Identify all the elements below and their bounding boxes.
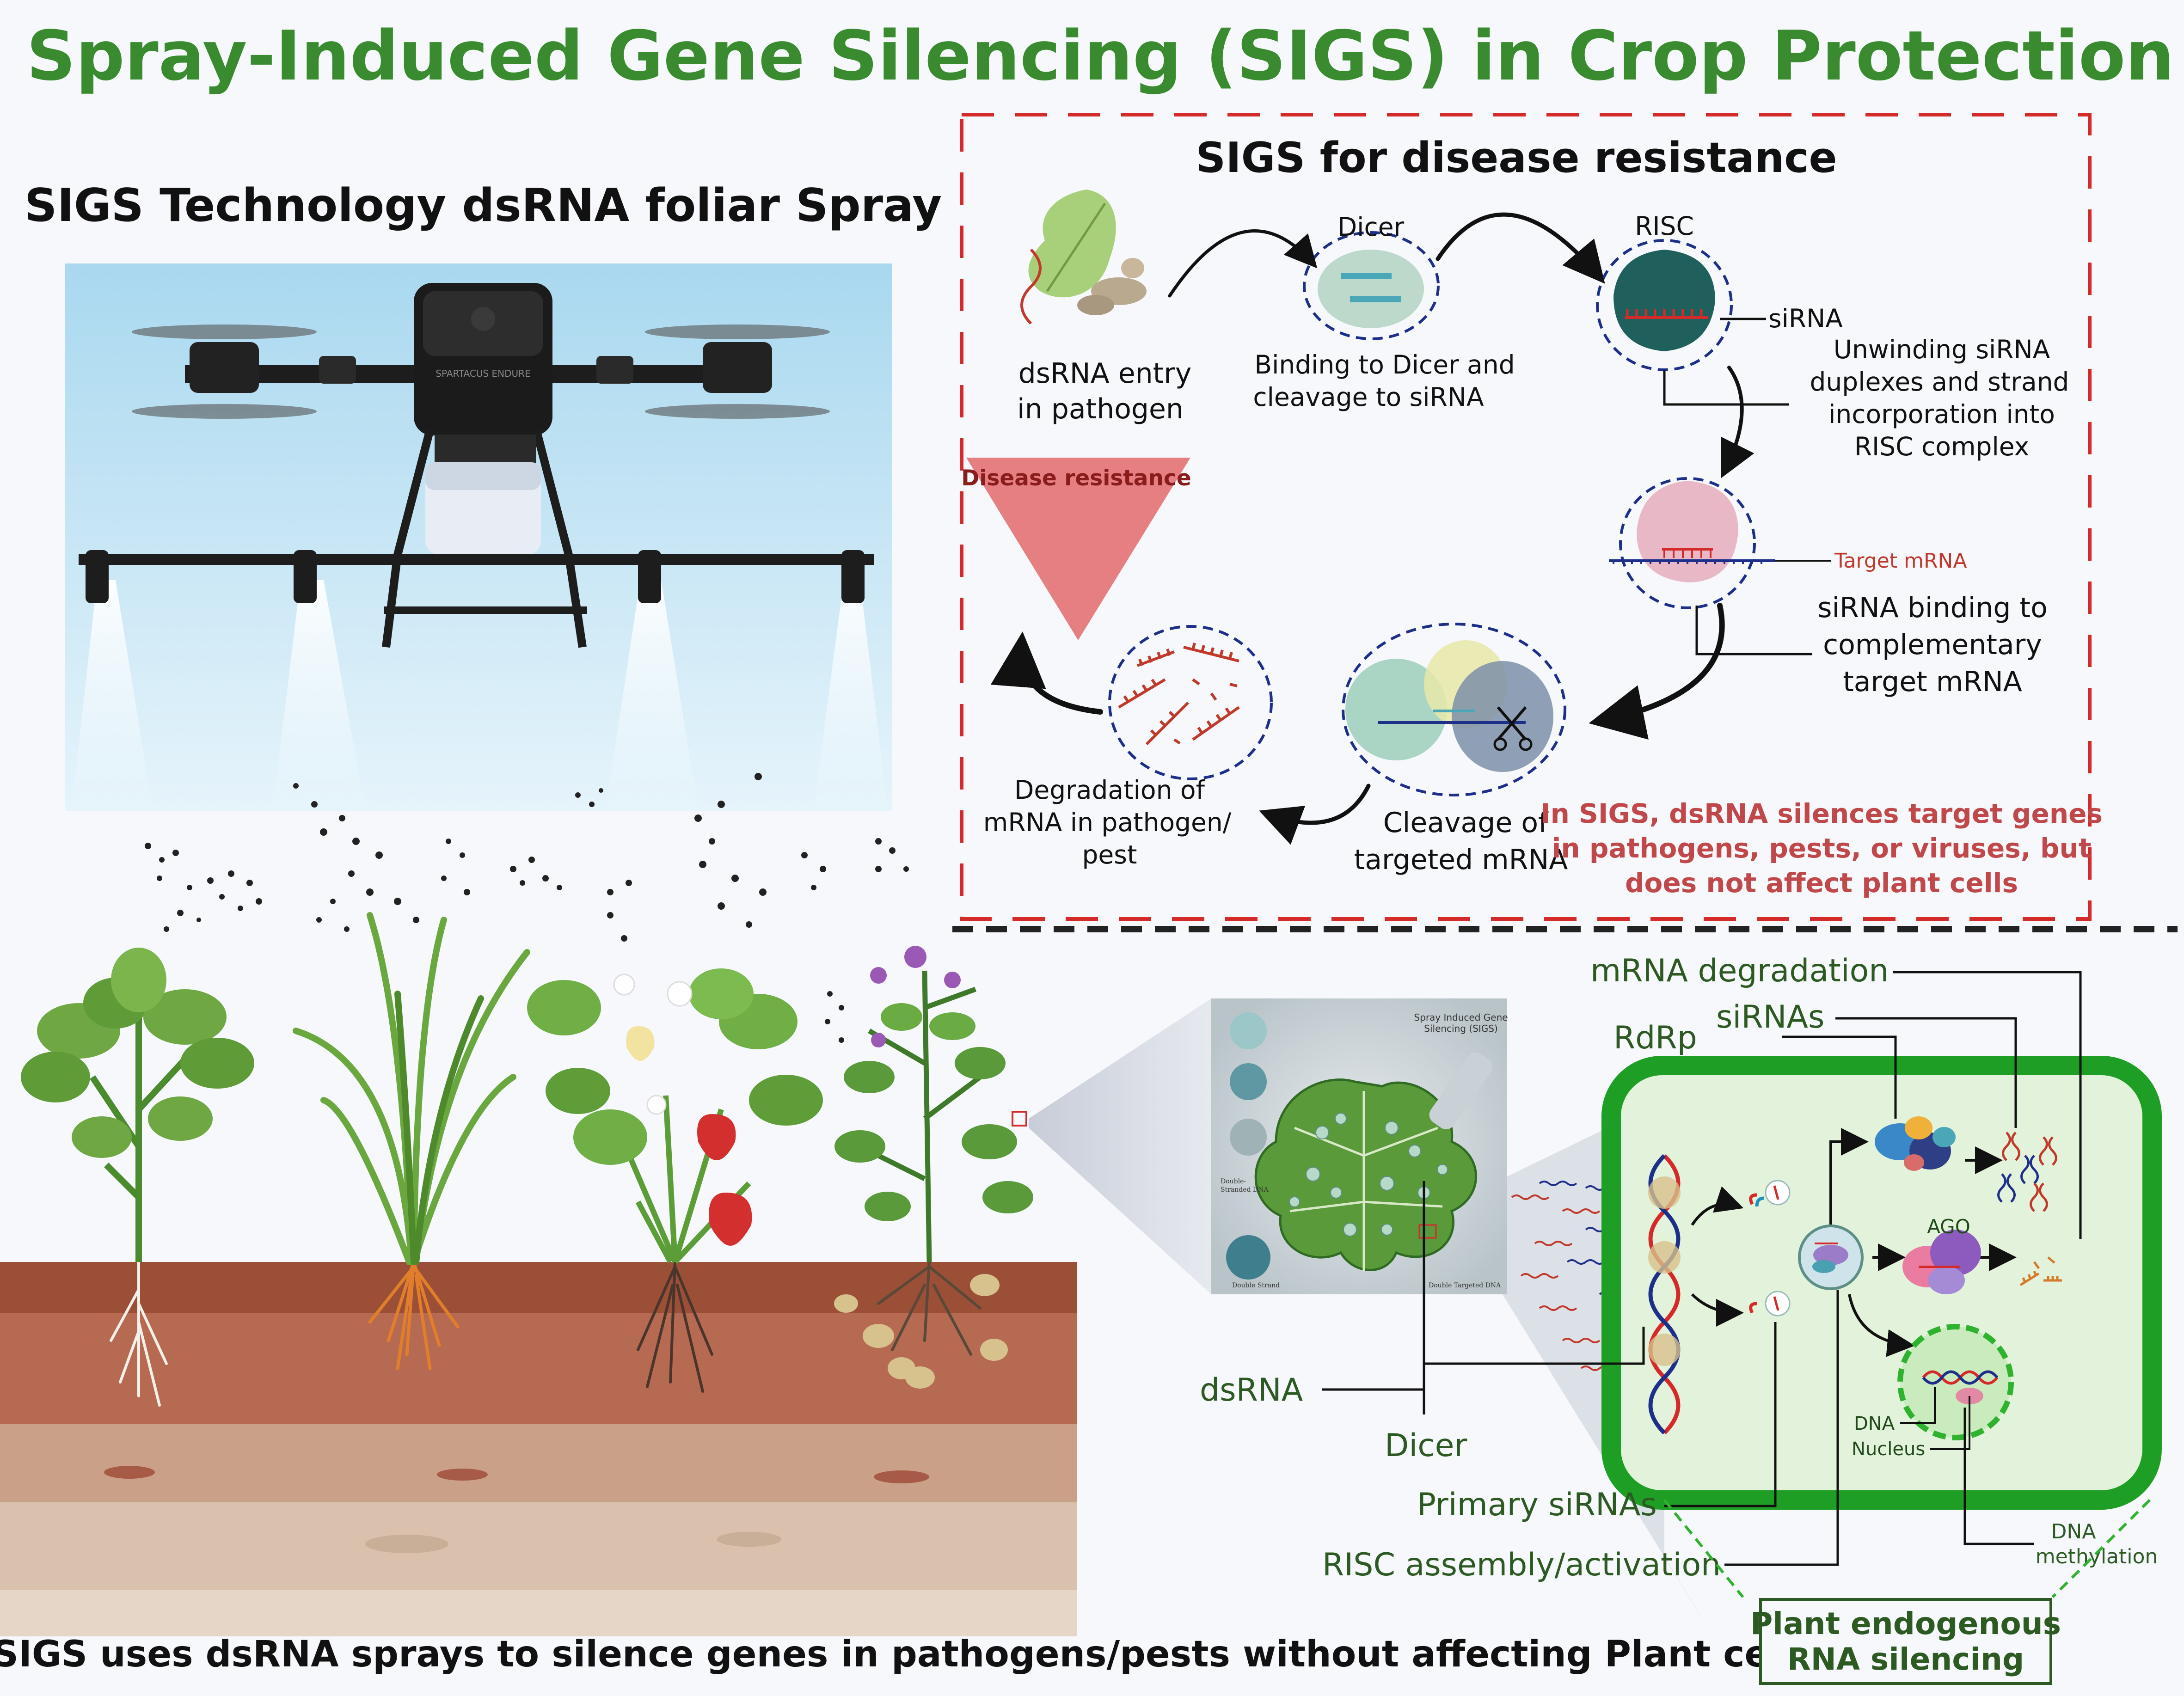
label-mrna-degradation: mRNA degradation	[1590, 953, 1889, 989]
sigs-leaf-inset: Spray Induced Gene Silencing (SIGS) Doub…	[1211, 998, 1508, 1294]
label-rdrp: RdRp	[1613, 1020, 1697, 1056]
inset-label-4: Double Targeted DNA	[1429, 1282, 1501, 1289]
label-sirnas: siRNAs	[1716, 999, 1824, 1035]
endogenous-box-line2: RNA silencing	[1787, 1641, 2024, 1677]
label-dsrna: dsRNA	[1200, 1372, 1303, 1408]
dna-label: DNA	[1854, 1413, 1895, 1434]
dsrna-spray-droplets	[145, 773, 909, 1043]
bottom-caption: SIGS uses dsRNA sprays to silence genes …	[0, 1634, 1815, 1675]
label-risc-assembly: RISC assembly/activation	[1322, 1547, 1721, 1583]
drone-panel-heading: SIGS Technology dsRNA foliar Spray	[25, 179, 942, 232]
ago-complex	[1902, 1230, 1981, 1294]
step-unwind-line2: duplexes and strand	[1810, 367, 2069, 397]
sigs-note-line3: does not affect plant cells	[1625, 867, 2018, 899]
drone-brand-label: SPARTACUS ENDURE	[436, 368, 530, 379]
risc-label: RISC	[1635, 211, 1694, 241]
target-mrna-label: Target mRNA	[1834, 549, 1967, 573]
potato-plant	[834, 946, 1033, 1262]
disease-resistance-label: Disease resistance	[961, 465, 1191, 491]
ago-label: AGO	[1927, 1215, 1970, 1238]
soil-profile	[0, 1262, 1077, 1696]
step-degradation-line3: pest	[1082, 840, 1137, 869]
step-degradation-line1: Degradation of	[1014, 775, 1206, 805]
label-dicer: Dicer	[1385, 1427, 1467, 1464]
disease-resistance-triangle	[966, 458, 1190, 640]
rdrp-complex	[1875, 1116, 1956, 1171]
cycle-arrows	[990, 212, 1755, 845]
degraded-mrna-fragments	[2019, 1256, 2062, 1286]
step-dicer-desc-line2: cleavage to siRNA	[1253, 382, 1484, 412]
disease-resistance-panel-border	[960, 113, 2092, 921]
inset-title-line1: Spray Induced Gene	[1414, 1012, 1508, 1023]
step-dicer-desc-line1: Binding to Dicer and	[1254, 350, 1515, 380]
disease-panel-heading: SIGS for disease resistance	[1196, 134, 1837, 182]
step-unwind-line3: incorporation into	[1828, 399, 2055, 429]
mrna-cleavage-icon	[1342, 623, 1566, 796]
zoom-cone	[1029, 998, 1211, 1294]
drone-illustration: SPARTACUS ENDURE	[72, 283, 888, 809]
step-cleavage-line2: targeted mRNA	[1354, 844, 1568, 876]
cell-pathway-arrows	[1691, 1128, 2017, 1357]
cell-sirna-fragments	[1749, 1180, 1791, 1316]
dicer-label: Dicer	[1337, 212, 1405, 242]
nucleus-label: Nucleus	[1852, 1439, 1925, 1460]
step-degradation-line2: mRNA in pathogen/	[983, 808, 1232, 837]
step-unwind-line1: Unwinding siRNA	[1834, 335, 2050, 364]
label-dna-methylation-line1: DNA	[2051, 1520, 2096, 1543]
step-cleavage-line1: Cleavage of	[1383, 807, 1549, 839]
sirna-label: siRNA	[1768, 304, 1843, 333]
risc-assembly-complex	[1798, 1225, 1864, 1290]
inset-label-2: Stranded DNA	[1221, 1186, 1269, 1194]
dicer-icon	[1303, 231, 1440, 340]
endogenous-rna-silencing-box	[1759, 1598, 2052, 1685]
pathogen-leaf-icon	[1020, 190, 1147, 325]
inset-title-line2: Silencing (SIGS)	[1424, 1023, 1497, 1034]
step-dsrna-entry-line1: dsRNA entry	[1018, 357, 1192, 390]
label-dna-methylation-line2: methylation	[2036, 1545, 2158, 1568]
sigs-note-line2: in pathogens, pests, or viruses, but	[1552, 833, 2092, 864]
tomato-plant	[21, 948, 254, 1262]
nucleus	[1897, 1324, 2014, 1440]
step-binding-line3: target mRNA	[1843, 666, 2022, 698]
dsrna-siRNA-products	[1997, 1132, 2057, 1212]
nucleus-leader-line	[1900, 1387, 1970, 1450]
step-binding-line2: complementary	[1823, 629, 2042, 661]
step-unwind-line4: RISC complex	[1854, 432, 2029, 461]
step-dsrna-entry-line2: in pathogen	[1017, 393, 1184, 425]
endogenous-box-connector	[1663, 1499, 2151, 1598]
step-binding-line1: siRNA binding to	[1817, 592, 2048, 624]
inset-label-1: Double-	[1221, 1178, 1246, 1185]
mrna-degradation-icon	[1108, 625, 1273, 780]
target-mrna-binding-icon	[1609, 477, 1775, 609]
strawberry-plant	[527, 968, 823, 1264]
inset-label-3: Double Strand	[1232, 1282, 1280, 1289]
sigs-note-line1: In SIGS, dsRNA silences target genes	[1540, 798, 2103, 829]
page-title: Spray-Induced Gene Silencing (SIGS) in C…	[26, 16, 2174, 96]
endogenous-box-line1: Plant endogenous	[1750, 1606, 2061, 1641]
risc-complex-icon	[1596, 239, 1733, 371]
plant-roots	[110, 1260, 1008, 1407]
leader-lines	[1322, 971, 2082, 1566]
cell-dsrna-helix	[1648, 1154, 1681, 1435]
plant-cell-wall	[1601, 1056, 2162, 1510]
label-primary-sirnas: Primary siRNAs	[1417, 1487, 1657, 1523]
wheat-grass-plant	[293, 912, 530, 1265]
